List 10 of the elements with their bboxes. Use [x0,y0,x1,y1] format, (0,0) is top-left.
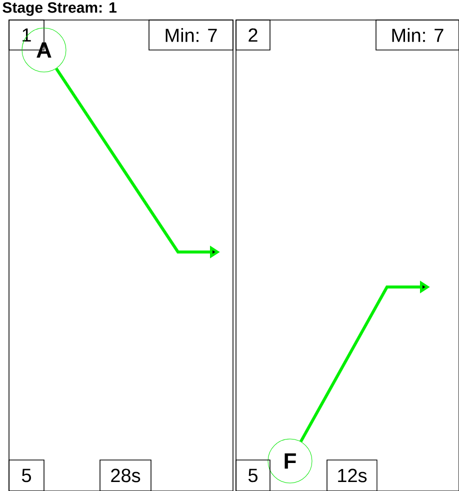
label-box: 2 [236,20,270,50]
label-box: Min: 7 [376,20,459,50]
label-box: Min: 7 [148,20,234,50]
label-box: 5 [236,460,270,491]
panel-frame [8,20,234,491]
label-box: 5 [8,460,44,491]
label-box: 28s [100,460,152,491]
panel-frame [236,20,459,491]
title: Stage Stream: 1 [2,2,117,16]
label-box: 12s [326,460,378,491]
